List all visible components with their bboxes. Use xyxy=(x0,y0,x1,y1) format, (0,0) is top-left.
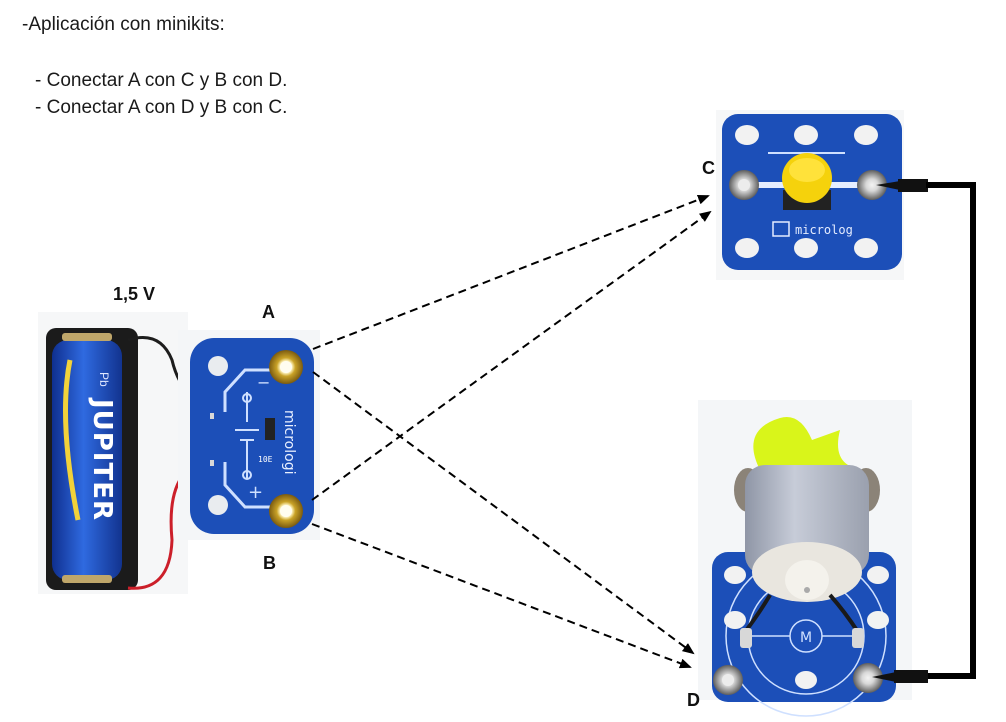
motor-module: M xyxy=(698,400,912,717)
page-title: -Aplicación con minikits: xyxy=(22,14,225,35)
motor-symbol: M xyxy=(800,630,812,646)
label-b: B xyxy=(263,553,276,573)
jumper-wire[interactable] xyxy=(872,179,976,683)
terminal-d-right[interactable] xyxy=(853,663,883,693)
battery-module-brand: micrologi xyxy=(281,410,297,474)
label-d: D xyxy=(687,690,700,710)
arrow-b-to-d xyxy=(311,523,692,669)
arrow-b-to-c xyxy=(311,210,712,501)
arrow-a-to-d xyxy=(312,371,695,655)
battery-cell xyxy=(52,340,122,580)
terminal-c-right[interactable] xyxy=(857,170,887,200)
plus-sign: + xyxy=(248,482,263,503)
battery-module: − + 10E micrologi xyxy=(178,330,320,540)
voltage-label: 1,5 V xyxy=(113,284,156,304)
label-a: A xyxy=(262,302,275,322)
label-c: C xyxy=(702,158,715,178)
minus-sign: − xyxy=(257,373,270,392)
button-module: microlog xyxy=(716,110,904,280)
battery-pcb xyxy=(190,338,314,534)
button-module-brand: microlog xyxy=(795,223,853,237)
instruction-2: - Conectar A con D y B con C. xyxy=(35,97,288,118)
battery-holder: JUPITER Pb xyxy=(38,312,213,594)
instruction-1: - Conectar A con C y B con D. xyxy=(35,70,288,91)
battery-brand: JUPITER xyxy=(87,397,117,521)
arrow-a-to-c xyxy=(312,194,710,350)
chip-code: 10E xyxy=(258,455,273,464)
battery-marking: Pb xyxy=(97,372,111,387)
connection-arrows xyxy=(311,194,712,669)
